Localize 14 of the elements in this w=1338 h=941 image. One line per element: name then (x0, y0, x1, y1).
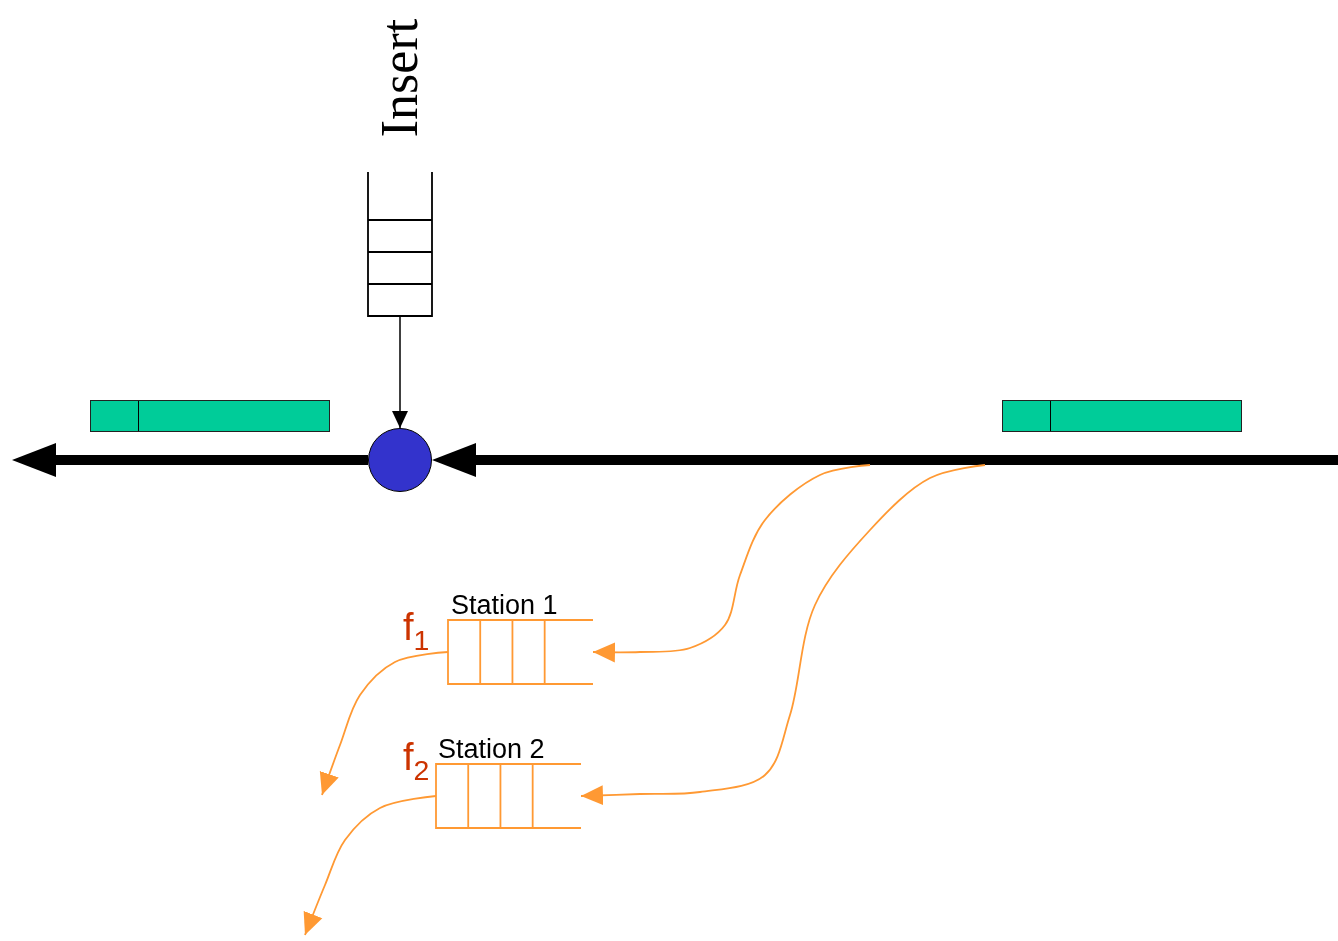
arrow (12, 443, 368, 477)
arrow (319, 651, 449, 796)
arrow (580, 464, 986, 806)
flow-symbol: f$_{1}$ (403, 608, 430, 655)
arrow (303, 795, 437, 936)
arrow (392, 315, 408, 429)
packet-bar (1002, 400, 1242, 432)
arrow (592, 464, 871, 663)
queue-label: Station 1 (451, 592, 558, 619)
flow-symbol: f$_{2}$ (403, 738, 430, 785)
queue-label: Insert (374, 18, 426, 138)
queue-label: Station 2 (438, 736, 545, 763)
packet-bar (90, 400, 330, 432)
arrow (432, 443, 1338, 477)
